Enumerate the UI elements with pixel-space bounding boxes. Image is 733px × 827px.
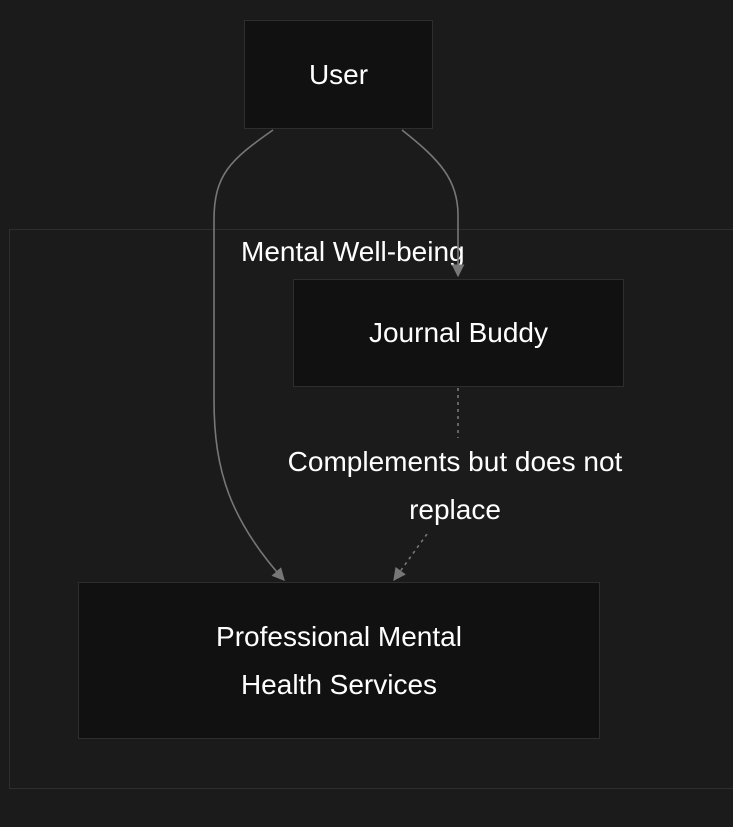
node-journal-buddy: Journal Buddy bbox=[293, 279, 624, 387]
edge-user-to-journal-buddy bbox=[401, 129, 465, 278]
node-journal-buddy-label: Journal Buddy bbox=[368, 317, 548, 348]
edge-journal-to-professional-services bbox=[394, 388, 459, 580]
edge-label-complements: Complements but does not replace bbox=[283, 438, 627, 534]
node-professional-services-label: Professional Mental Health Services bbox=[216, 620, 462, 700]
node-user-label: User bbox=[308, 58, 369, 90]
edge-user-to-professional-services bbox=[213, 129, 285, 581]
node-professional-services: Professional Mental Health Services bbox=[78, 582, 600, 739]
cluster-mental-well-being bbox=[9, 229, 733, 789]
cluster-label: Mental Well-being bbox=[241, 236, 465, 267]
node-user: User bbox=[244, 20, 433, 129]
